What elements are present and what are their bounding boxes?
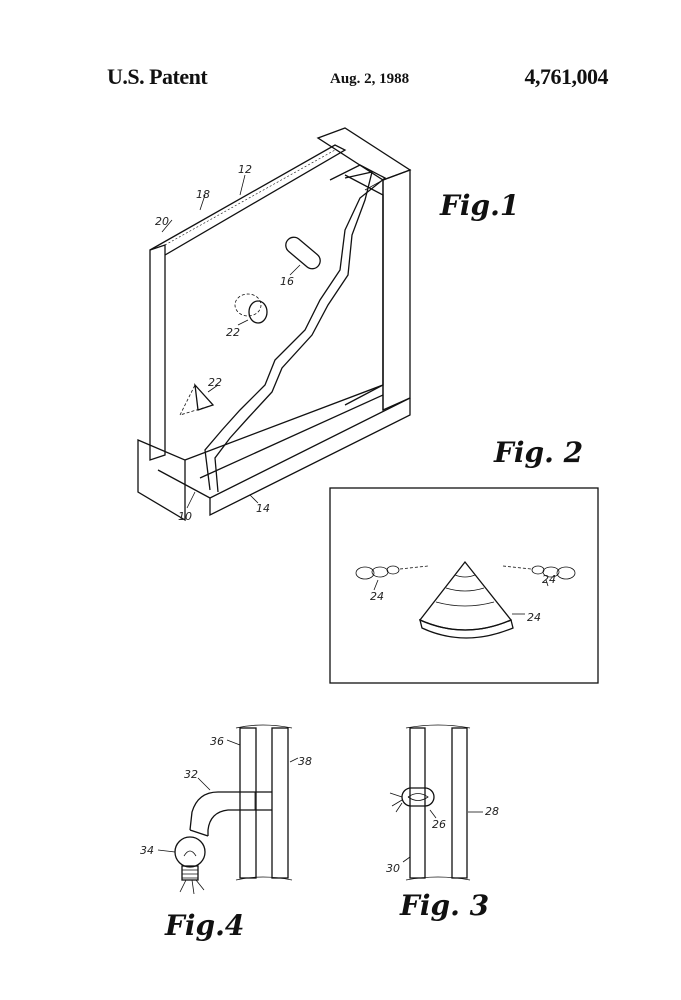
ref-12: 12 xyxy=(238,163,252,176)
fig2-label: Fig. 2 xyxy=(493,436,583,469)
ref-28: 28 xyxy=(485,805,499,818)
ref-24a: 24 xyxy=(370,590,384,603)
fig4-label: Fig.4 xyxy=(164,909,244,942)
fig3-drawing xyxy=(389,724,483,881)
ref-30: 30 xyxy=(386,862,400,875)
fig1-drawing xyxy=(137,127,412,522)
ref-16: 16 xyxy=(280,275,294,288)
ref-36: 36 xyxy=(210,735,224,748)
fig4-drawing xyxy=(157,724,299,895)
fig3-label: Fig. 3 xyxy=(399,889,489,922)
ref-20: 20 xyxy=(155,215,169,228)
header-patent-label: U.S. Patent xyxy=(107,64,208,89)
ref-38: 38 xyxy=(298,755,312,768)
ref-10: 10 xyxy=(178,510,192,523)
ref-24c: 24 xyxy=(527,611,541,624)
header-patent-number: 4,761,004 xyxy=(524,64,609,89)
ref-22a: 22 xyxy=(226,326,240,339)
fig1-label: Fig.1 xyxy=(439,189,519,222)
ref-14: 14 xyxy=(256,502,270,515)
header-date: Aug. 2, 1988 xyxy=(330,71,410,87)
ref-22b: 22 xyxy=(208,376,222,389)
ref-34: 34 xyxy=(140,844,154,857)
fig2-drawing xyxy=(329,487,599,684)
ref-26: 26 xyxy=(432,818,446,831)
ref-18: 18 xyxy=(196,188,210,201)
ref-24b: 24 xyxy=(542,573,556,586)
ref-32: 32 xyxy=(184,768,198,781)
